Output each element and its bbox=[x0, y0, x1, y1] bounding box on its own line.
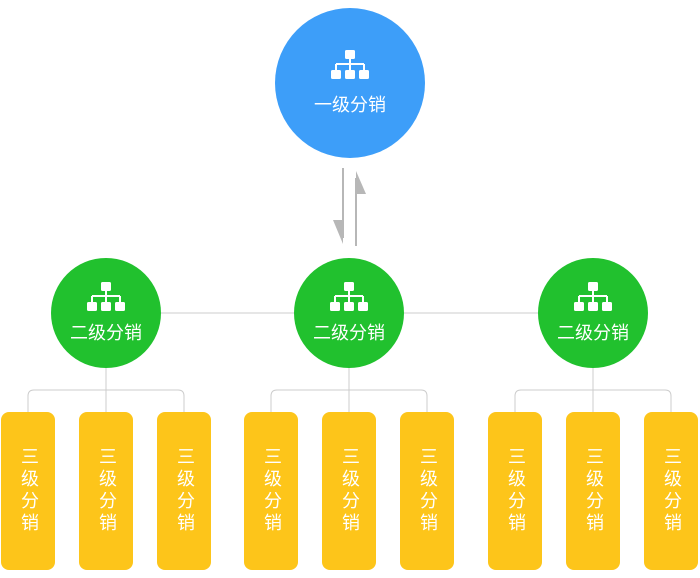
level3-node: 三级分销 bbox=[322, 412, 376, 570]
level3-node: 三级分销 bbox=[1, 412, 55, 570]
level1-label: 一级分销 bbox=[314, 95, 386, 116]
level1-node: 一级分销 bbox=[275, 8, 425, 158]
level3-node: 三级分销 bbox=[157, 412, 211, 570]
level3-label: 三级分销 bbox=[417, 447, 438, 535]
up-arrow-head bbox=[356, 171, 366, 194]
level3-label: 三级分销 bbox=[96, 447, 117, 535]
level2-label: 二级分销 bbox=[70, 323, 142, 344]
org-chart-icon bbox=[574, 282, 612, 311]
level3-node: 三级分销 bbox=[79, 412, 133, 570]
level3-label: 三级分销 bbox=[261, 447, 282, 535]
level3-label: 三级分销 bbox=[18, 447, 39, 535]
level3-label: 三级分销 bbox=[583, 447, 604, 535]
level2-label: 二级分销 bbox=[557, 323, 629, 344]
level2-node: 二级分销 bbox=[538, 258, 648, 368]
level2-node: 二级分销 bbox=[294, 258, 404, 368]
org-chart-icon bbox=[87, 282, 125, 311]
org-chart-icon bbox=[330, 282, 368, 311]
level3-node: 三级分销 bbox=[644, 412, 698, 570]
level3-label: 三级分销 bbox=[661, 447, 682, 535]
level3-node: 三级分销 bbox=[400, 412, 454, 570]
level3-node: 三级分销 bbox=[488, 412, 542, 570]
level3-node: 三级分销 bbox=[244, 412, 298, 570]
level3-node: 三级分销 bbox=[566, 412, 620, 570]
level2-node: 二级分销 bbox=[51, 258, 161, 368]
level3-label: 三级分销 bbox=[505, 447, 526, 535]
level3-label: 三级分销 bbox=[339, 447, 360, 535]
org-chart-icon bbox=[331, 50, 369, 79]
down-arrow-head bbox=[333, 220, 343, 244]
level2-label: 二级分销 bbox=[313, 323, 385, 344]
level3-label: 三级分销 bbox=[174, 447, 195, 535]
